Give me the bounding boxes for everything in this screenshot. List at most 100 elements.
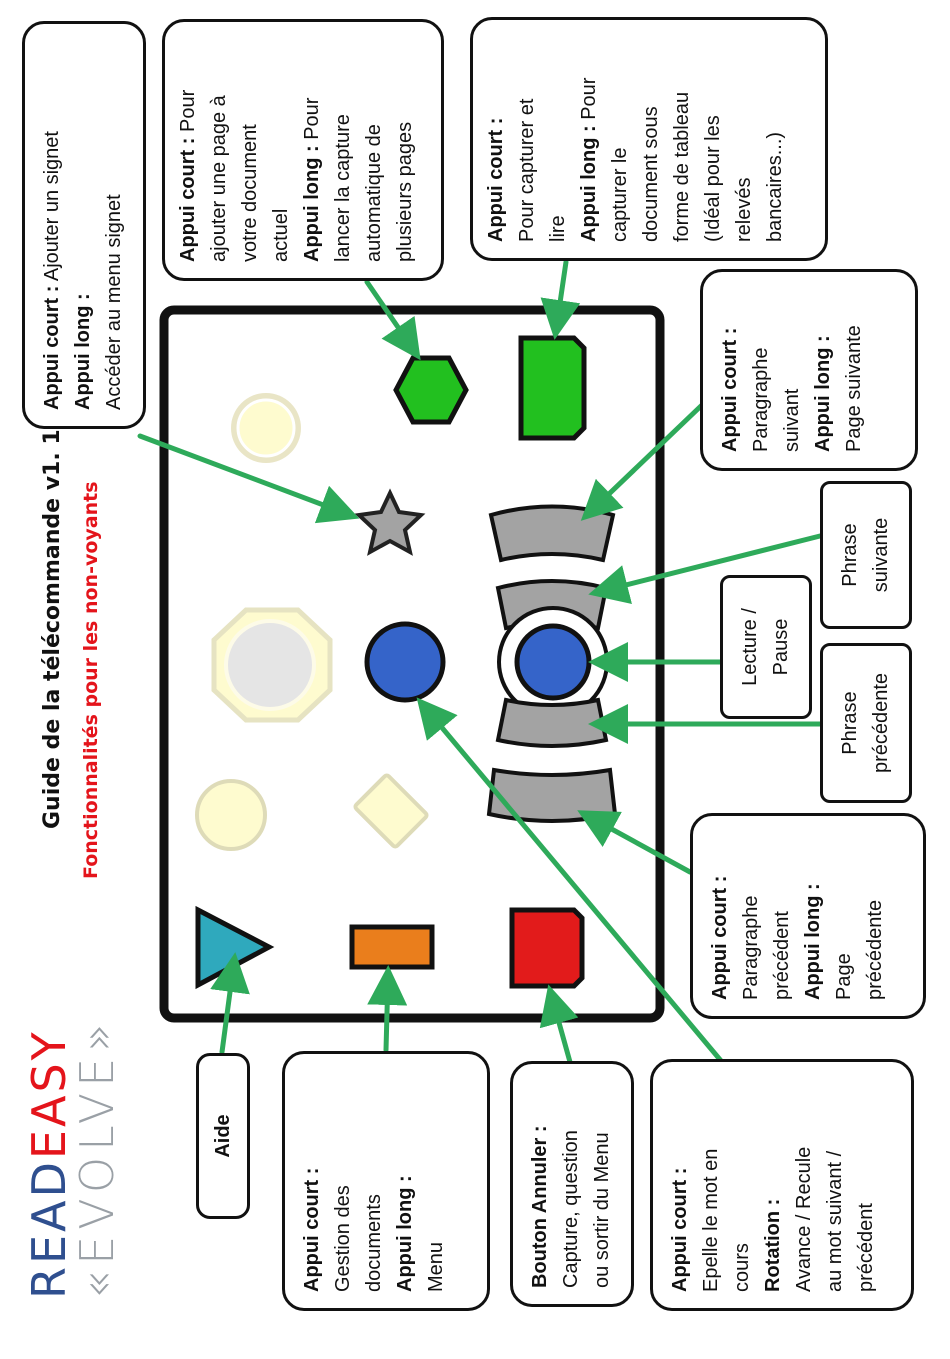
- capture-line-6: document sous: [640, 106, 662, 242]
- addpage-line-7: automatique de: [363, 124, 385, 262]
- disabled-diamond-button: [353, 773, 429, 849]
- word-line-2: Epelle le mot en: [700, 1148, 722, 1292]
- callout-spell-word: Appui court : Epelle le mot en cours Rot…: [650, 1059, 914, 1311]
- arrow-spell-word: [416, 697, 725, 1065]
- page-title: Guide de la télécommande v1. 1: [40, 429, 65, 829]
- word-rotation-label: Rotation :: [762, 1198, 784, 1292]
- callout-next-sentence: Phrase suivante: [820, 481, 912, 629]
- callout-help-label: Aide: [211, 1114, 234, 1158]
- cancel-line-2: Capture, question: [560, 1130, 582, 1288]
- capture-line-4: Appui long : Pour: [574, 36, 605, 242]
- addpage-line-4: actuel: [270, 208, 292, 262]
- nextpara-line-4: Appui long :: [812, 335, 834, 452]
- callout-previous-paragraph: Appui court : Paragraphe précédent Appui…: [690, 813, 926, 1019]
- nextsent-line-2: suivante: [870, 517, 892, 593]
- brand-logo-evolve: «EVOLVE»: [70, 1017, 124, 1299]
- cancel-line-1: Bouton Annuler :: [529, 1125, 551, 1288]
- capture-line-1: Appui court :: [485, 117, 507, 242]
- pointer-arrows: [137, 259, 823, 1065]
- bookmark-short-text: Ajouter un signet: [41, 131, 63, 286]
- arrow-next-paragraph: [580, 402, 705, 521]
- prevpara-line-4: Appui long :: [802, 883, 824, 1000]
- word-line-3: cours: [731, 1243, 753, 1292]
- word-line-1: Appui court :: [669, 1167, 691, 1292]
- callout-play-pause: Lecture / Pause: [720, 575, 812, 719]
- documents-line-2: Gestion des: [332, 1185, 354, 1292]
- prevpara-line-2: Paragraphe: [740, 895, 762, 1000]
- documents-line-1: Appui court :: [301, 1167, 323, 1292]
- prevsent-line-1: Phrase: [839, 691, 861, 755]
- documents-line-4: Appui long :: [394, 1175, 416, 1292]
- disabled-circle-button-top: [231, 393, 301, 463]
- capture-line-8: (Idéal pour les: [702, 115, 724, 242]
- arrow-help: [210, 952, 250, 1055]
- bookmark-star-button[interactable]: [354, 488, 426, 556]
- callout-add-page: Appui court : Pour ajouter une page à vo…: [162, 19, 444, 281]
- capture-line-2: Pour capturer et: [516, 98, 538, 242]
- nextpara-line-3: suivant: [781, 388, 803, 452]
- prevpara-line-6: précédente: [864, 899, 886, 1000]
- arrow-documents: [367, 965, 408, 1053]
- callout-help: Aide: [196, 1053, 250, 1219]
- callout-documents: Appui court : Gestion des documents Appu…: [282, 1051, 490, 1311]
- arrow-bookmark: [137, 433, 360, 524]
- cancel-line-3: ou sortir du Menu: [591, 1132, 613, 1288]
- addpage-long-label: Appui long :: [301, 145, 323, 262]
- addpage-line-5: Appui long : Pour: [297, 38, 328, 262]
- prevpara-line-5: Page: [833, 953, 855, 1000]
- documents-line-3: documents: [363, 1194, 385, 1292]
- word-line-4: Rotation :: [758, 1078, 789, 1292]
- arrow-next-sentence: [588, 533, 823, 605]
- capture-line-3: lire: [547, 215, 569, 242]
- capture-long-text: Pour: [578, 77, 600, 126]
- nextpara-line-2: Paragraphe: [750, 347, 772, 452]
- capture-line-5: capturer le: [609, 147, 631, 243]
- prevpara-line-1: Appui court :: [709, 875, 731, 1000]
- play-line-1: Lecture /: [739, 608, 761, 686]
- callout-previous-sentence: Phrase précédente: [820, 643, 912, 803]
- word-line-5: Avance / Recule: [793, 1146, 815, 1292]
- prevsent-line-2: précédente: [870, 672, 892, 774]
- addpage-line-6: lancer la capture: [332, 114, 354, 262]
- nextpara-line-1: Appui court :: [719, 327, 741, 452]
- callout-bookmark: Appui court : Ajouter un signet Appui lo…: [22, 21, 146, 429]
- brand-logo-readeasy: READEASY: [22, 1029, 76, 1299]
- arrow-cancel: [539, 984, 579, 1065]
- nextsent-line-1: Phrase: [839, 523, 861, 587]
- callout-capture: Appui court : Pour capturer et lire Appu…: [470, 17, 828, 261]
- disabled-circle-button-bottom: [195, 779, 267, 851]
- addpage-short-label: Appui court :: [177, 137, 199, 262]
- capture-line-9: relevés: [733, 177, 755, 242]
- prevpara-line-3: précédent: [771, 911, 793, 1000]
- addpage-line-3: votre document: [239, 124, 261, 262]
- page-subtitle: Fonctionnalités pour les non-voyants: [80, 481, 102, 879]
- documents-line-5: Menu: [425, 1241, 447, 1292]
- word-line-6: au mot suivant /: [824, 1150, 846, 1292]
- addpage-line-2: ajouter une page à: [208, 95, 230, 262]
- arrow-add-page: [364, 279, 421, 361]
- bookmark-line-1: Appui court : Ajouter un signet: [37, 40, 68, 410]
- nextpara-line-5: Page suivante: [843, 325, 865, 452]
- cancel-red-button[interactable]: [509, 907, 585, 989]
- addpage-line-1: Appui court : Pour: [173, 38, 204, 262]
- bookmark-line-3: Accéder au menu signet: [103, 194, 125, 410]
- capture-long-label: Appui long :: [578, 125, 600, 242]
- addpage-line-8: plusieurs pages: [394, 121, 416, 262]
- bookmark-short-label: Appui court :: [41, 285, 63, 410]
- callout-next-paragraph: Appui court : Paragraphe suivant Appui l…: [700, 269, 918, 471]
- play-line-2: Pause: [770, 618, 792, 676]
- capture-line-10: bancaires...): [764, 131, 786, 242]
- brand-read: READ: [22, 1159, 76, 1299]
- spell-word-blue-button[interactable]: [364, 621, 446, 703]
- arrow-previous-paragraph: [577, 810, 693, 875]
- addpage-short-text: Pour: [177, 89, 199, 138]
- bookmark-line-2: Appui long :: [72, 293, 94, 410]
- brand-easy: EASY: [22, 1029, 76, 1160]
- word-line-7: précédent: [855, 1203, 877, 1292]
- arrow-capture: [540, 259, 581, 340]
- callout-cancel: Bouton Annuler : Capture, question ou so…: [510, 1061, 634, 1307]
- disabled-octagon-button: [211, 607, 333, 723]
- addpage-long-text: Pour: [301, 97, 323, 146]
